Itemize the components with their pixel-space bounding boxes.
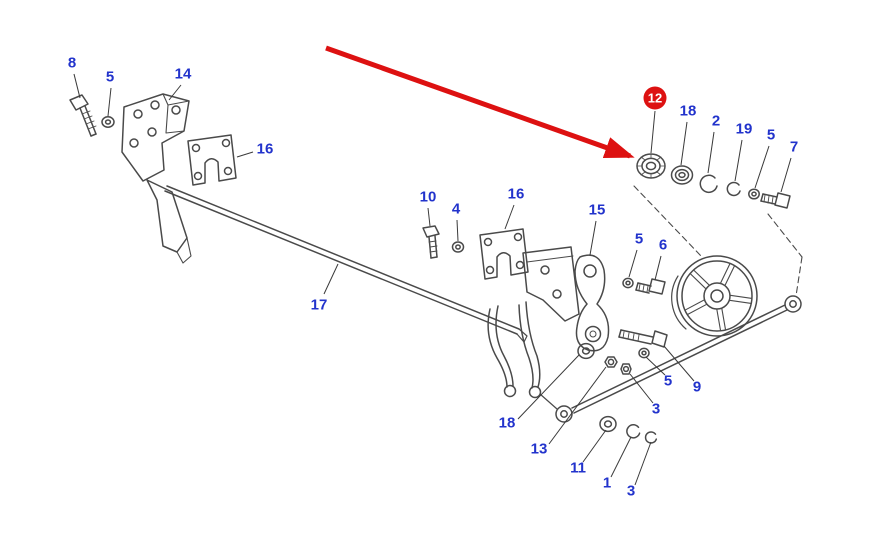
circlip-2-icon <box>699 174 718 194</box>
leader-line-16a <box>236 151 254 158</box>
leader-line-10 <box>427 207 431 227</box>
leader-line-2 <box>707 131 715 174</box>
bracket-16-mid-icon <box>479 228 529 280</box>
leader-line-3a <box>629 373 654 404</box>
leader-line-5d <box>645 356 666 376</box>
leader-lines <box>73 73 792 486</box>
leader-line-16b <box>504 204 515 230</box>
rod-17-icon <box>164 185 528 343</box>
bolt-7-icon <box>760 192 791 209</box>
leader-line-14 <box>168 84 182 101</box>
pulley-icon <box>671 255 758 337</box>
nut-3-mid-icon <box>620 363 632 375</box>
bolt-9-icon <box>618 329 668 348</box>
washer-4-icon <box>451 241 465 253</box>
leader-line-6 <box>654 255 662 281</box>
leader-line-5c <box>628 249 638 278</box>
leader-line-7 <box>780 157 792 193</box>
washer-18-mid-icon <box>577 342 595 360</box>
washer-5-right-icon <box>748 188 760 200</box>
seal-18-icon <box>670 165 694 185</box>
nut-13-icon <box>604 356 618 368</box>
circlip-19-icon <box>726 181 741 197</box>
washer-5-top-icon <box>101 116 115 128</box>
bolt-10-icon <box>422 225 440 259</box>
leader-line-11 <box>582 429 607 463</box>
highlight-arrow-icon <box>325 45 635 159</box>
assembly-axis-dashes <box>633 185 803 297</box>
circlip-3-icon <box>644 431 658 444</box>
bearing-12-icon <box>636 153 666 179</box>
leader-line-12 <box>650 110 656 154</box>
leader-line-18a <box>680 121 688 166</box>
leader-line-5a <box>107 87 112 117</box>
leader-line-3b <box>634 441 652 486</box>
circlip-1-icon <box>626 424 641 439</box>
washer-5-low-icon <box>638 347 650 359</box>
support-arms-icon <box>487 301 558 410</box>
bolt-6-icon <box>635 278 666 295</box>
leader-line-8 <box>73 73 81 99</box>
leader-line-17 <box>323 263 339 295</box>
leader-line-19 <box>734 139 743 182</box>
leader-line-9 <box>663 345 695 382</box>
bolt-8-icon <box>69 94 97 137</box>
washer-5-mid-icon <box>622 277 634 289</box>
bracket-14-icon <box>121 93 192 264</box>
frame-rail-icon <box>522 246 580 322</box>
leader-line-1 <box>610 436 632 478</box>
leader-line-5b <box>754 145 770 189</box>
arm-15-icon <box>574 254 610 352</box>
leader-line-15 <box>589 220 597 256</box>
bracket-16-top-icon <box>187 134 237 186</box>
tie-rod-icon <box>555 295 802 423</box>
leader-line-18b <box>517 354 580 420</box>
washer-11-icon <box>599 415 617 433</box>
leader-line-13 <box>548 366 607 445</box>
leader-line-4 <box>456 219 459 242</box>
